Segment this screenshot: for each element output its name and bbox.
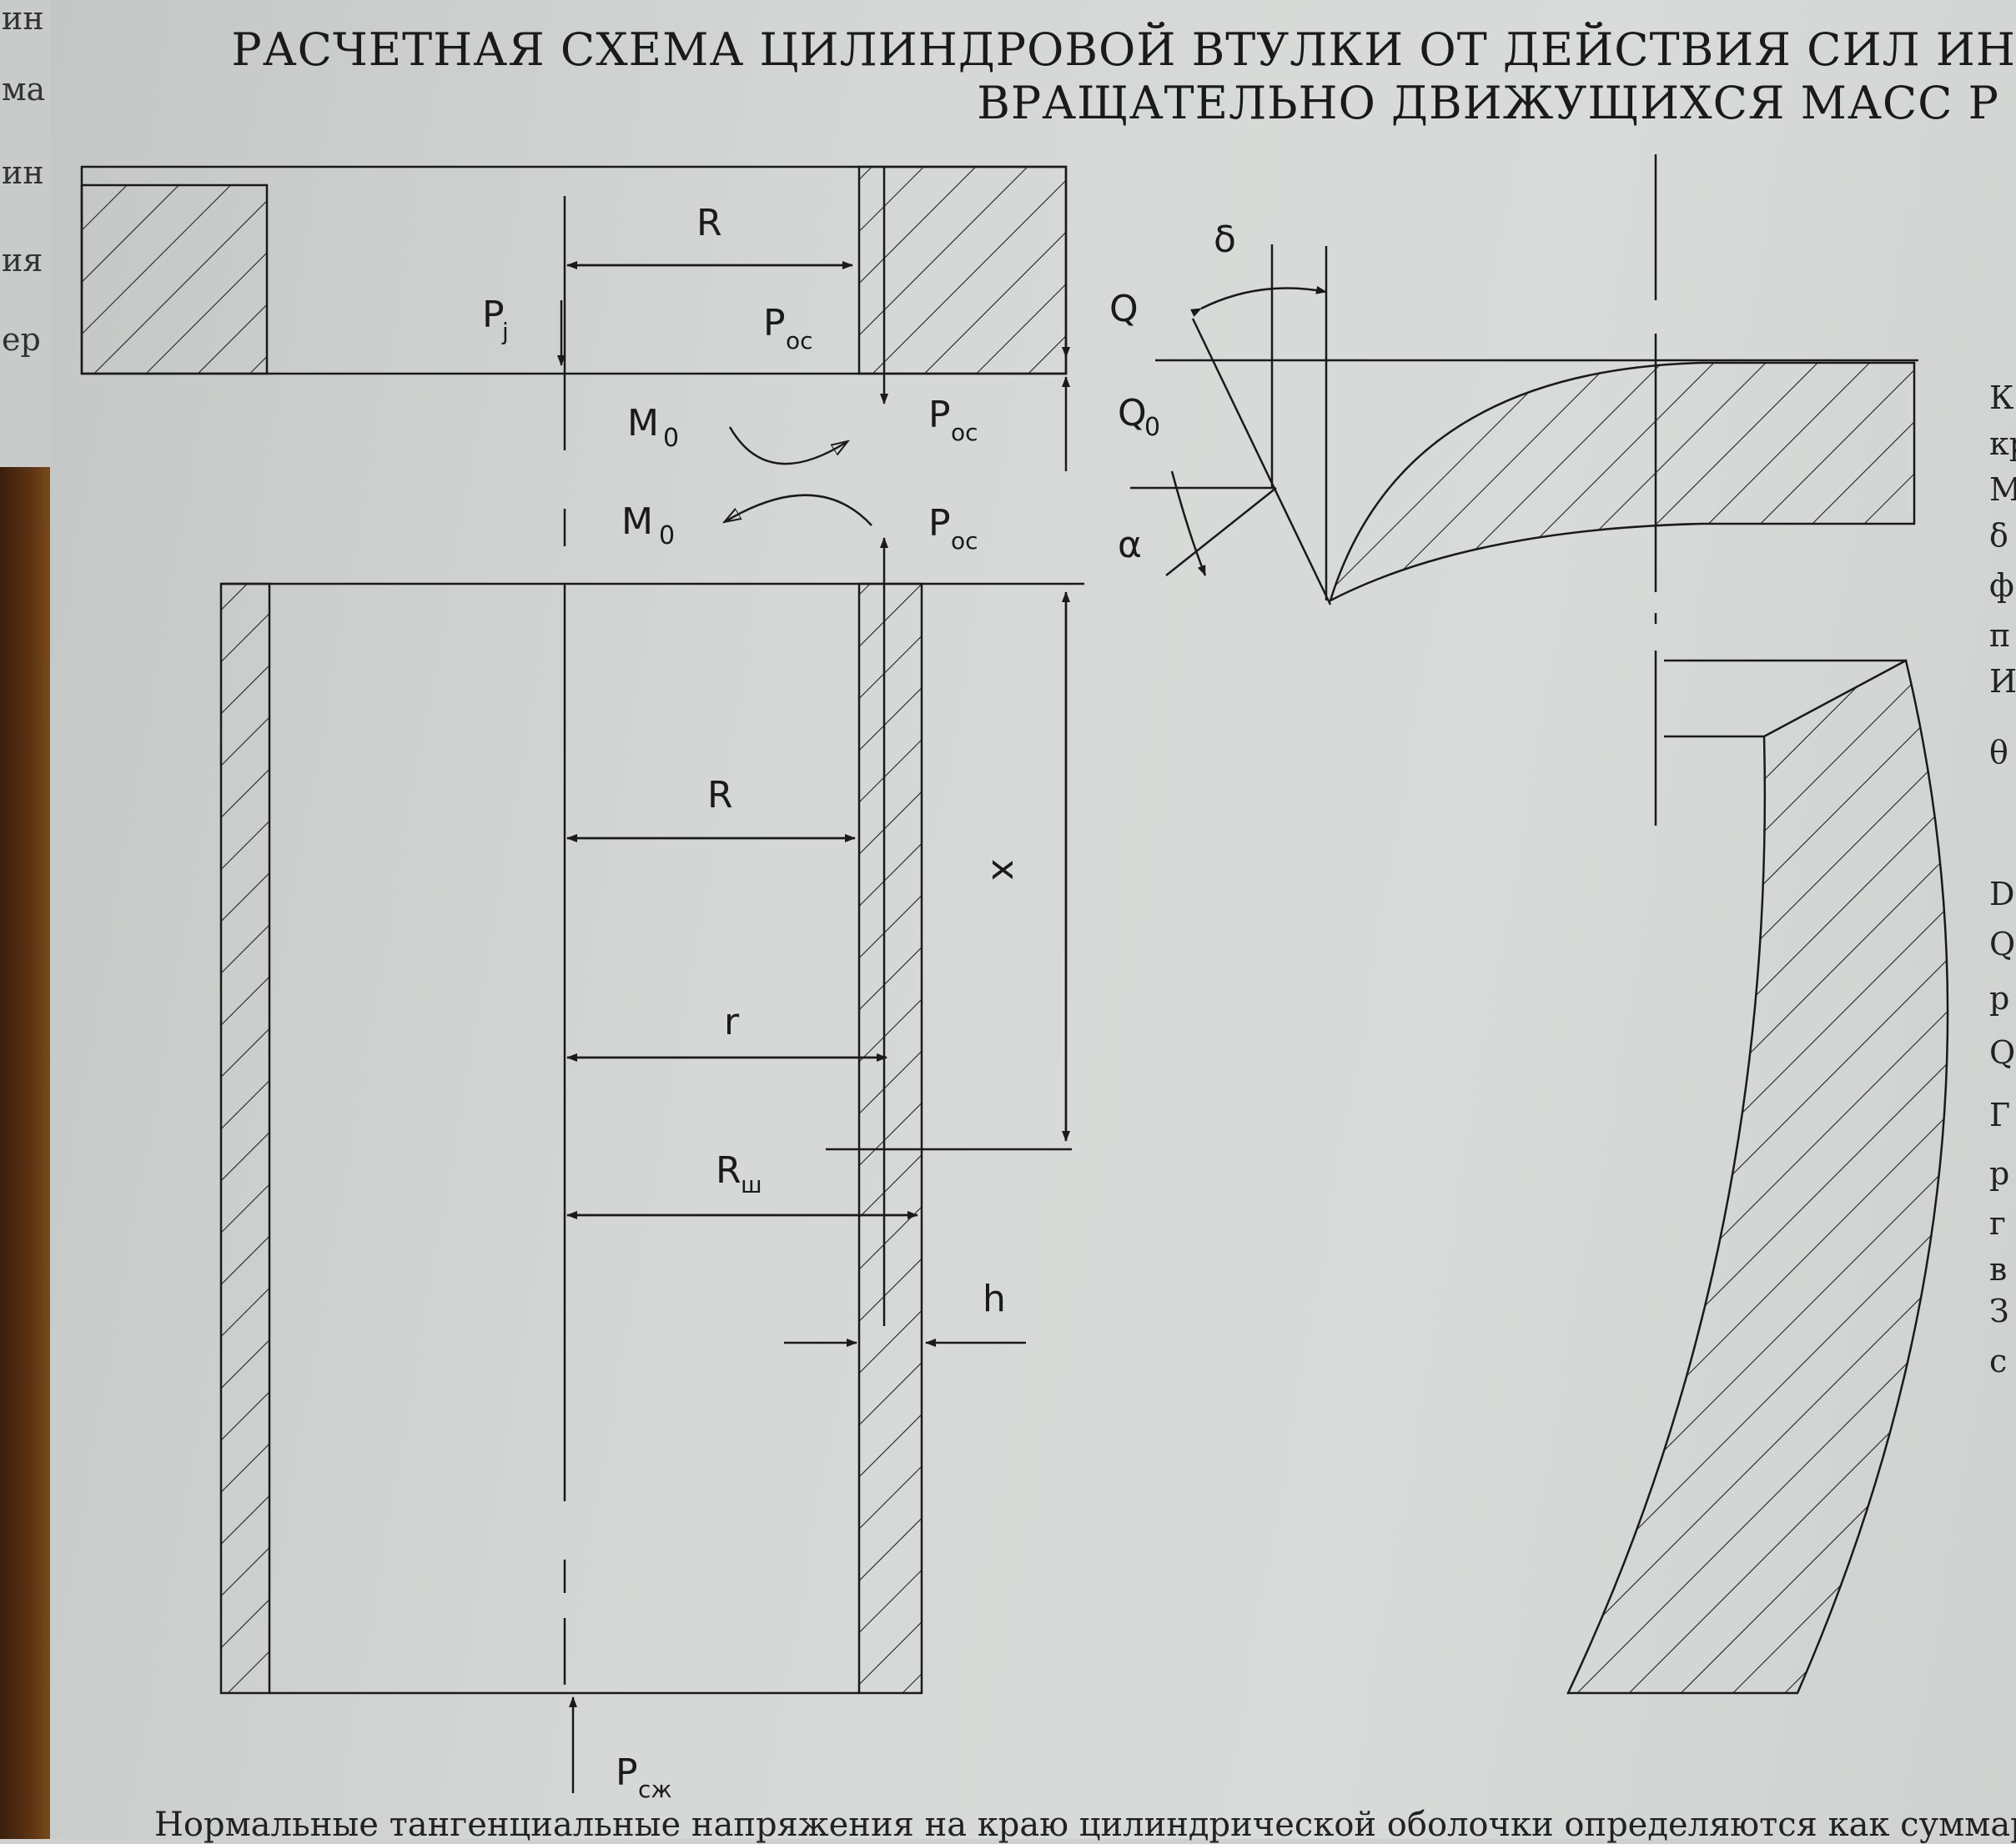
wooden-table-edge [0, 467, 50, 1839]
label-R-top: R [696, 202, 722, 244]
label-Poc-2-sub: oc [951, 419, 978, 446]
label-Pj: P [482, 294, 505, 336]
label-Rsh-sub: ш [741, 1171, 762, 1198]
right-margin-text: п [1989, 617, 2011, 654]
left-margin-text: ер [2, 321, 41, 358]
adjacent-page-edge [0, 0, 50, 467]
right-margin-text: в [1989, 1251, 2008, 1288]
label-Psz: P [616, 1751, 638, 1794]
label-M0-2: M [621, 500, 653, 543]
deformed-flange [1328, 361, 1916, 603]
right-margin-text: D [1989, 876, 2015, 912]
label-alpha: α [1118, 524, 1142, 566]
right-margin-text: Г [1989, 1097, 2011, 1133]
label-Poc-3-sub: oc [951, 527, 978, 555]
label-Q0-sub: 0 [1144, 413, 1160, 442]
right-margin-text: г [1989, 1205, 2006, 1242]
moment-M0-upper [728, 426, 847, 465]
left-margin-text: ия [2, 242, 43, 279]
flange-hatch-right [857, 165, 1068, 375]
deformed-wall [1566, 659, 1949, 1695]
label-R-mid: R [707, 774, 733, 816]
label-M0-1-sub: 0 [663, 424, 679, 453]
right-margin-text: кр [1989, 425, 2016, 462]
label-delta: δ [1214, 219, 1236, 261]
label-Pj-sub: j [501, 318, 509, 345]
label-Poc-2: P [928, 394, 951, 436]
right-margin-text: И [1989, 663, 2016, 700]
left-margin-text: ин [2, 0, 44, 37]
label-x: x [983, 859, 1026, 881]
footer-text: Нормальные тангенциальные напряжения на … [154, 1806, 2016, 1844]
label-Psz-sub: сж [638, 1776, 672, 1803]
right-margin-text: Q [1989, 1034, 2016, 1071]
flange-hatch-left [80, 183, 269, 375]
angle-delta-arc [1190, 285, 1327, 317]
right-margin-text: δ [1989, 517, 2008, 554]
label-Poc-3: P [928, 502, 951, 545]
right-margin-text: ф [1989, 567, 2014, 604]
right-margin-text: К [1989, 379, 2014, 416]
right-margin-text: М [1989, 471, 2016, 508]
right-margin-text: с [1989, 1343, 2008, 1379]
label-M0-1: M [627, 402, 659, 445]
right-margin-text: θ [1989, 734, 2008, 771]
sleeve-wall-left [219, 582, 271, 1695]
label-h: h [983, 1278, 1006, 1320]
label-M0-2-sub: 0 [659, 521, 675, 550]
left-margin-text: ма [2, 71, 46, 108]
label-Poc-1-sub: oc [786, 327, 813, 354]
label-r: r [724, 1001, 740, 1043]
page-title-line2: ВРАЩАТЕЛЬНО ДВИЖУЩИХСЯ МАСС Р [977, 77, 1999, 129]
angle-alpha-arc [1170, 470, 1207, 576]
right-margin-text: р [1989, 980, 2010, 1017]
label-Rsh: R [716, 1149, 742, 1192]
label-Poc-1: P [763, 302, 786, 344]
moment-M0-lower [726, 494, 872, 526]
page-title-line1: РАСЧЕТНАЯ СХЕМА ЦИЛИНДРОВОЙ ВТУЛКИ ОТ ДЕ… [231, 23, 2016, 76]
right-margin-text: З [1989, 1293, 2009, 1329]
right-margin-text: р [1989, 1155, 2010, 1192]
label-Q: Q [1109, 288, 1139, 330]
tangent-line [1191, 318, 1332, 605]
left-margin-text: ин [2, 154, 44, 191]
label-Q0: Q [1118, 392, 1147, 435]
sleeve-wall-right [857, 582, 923, 1695]
right-margin-text: Q [1989, 926, 2016, 962]
